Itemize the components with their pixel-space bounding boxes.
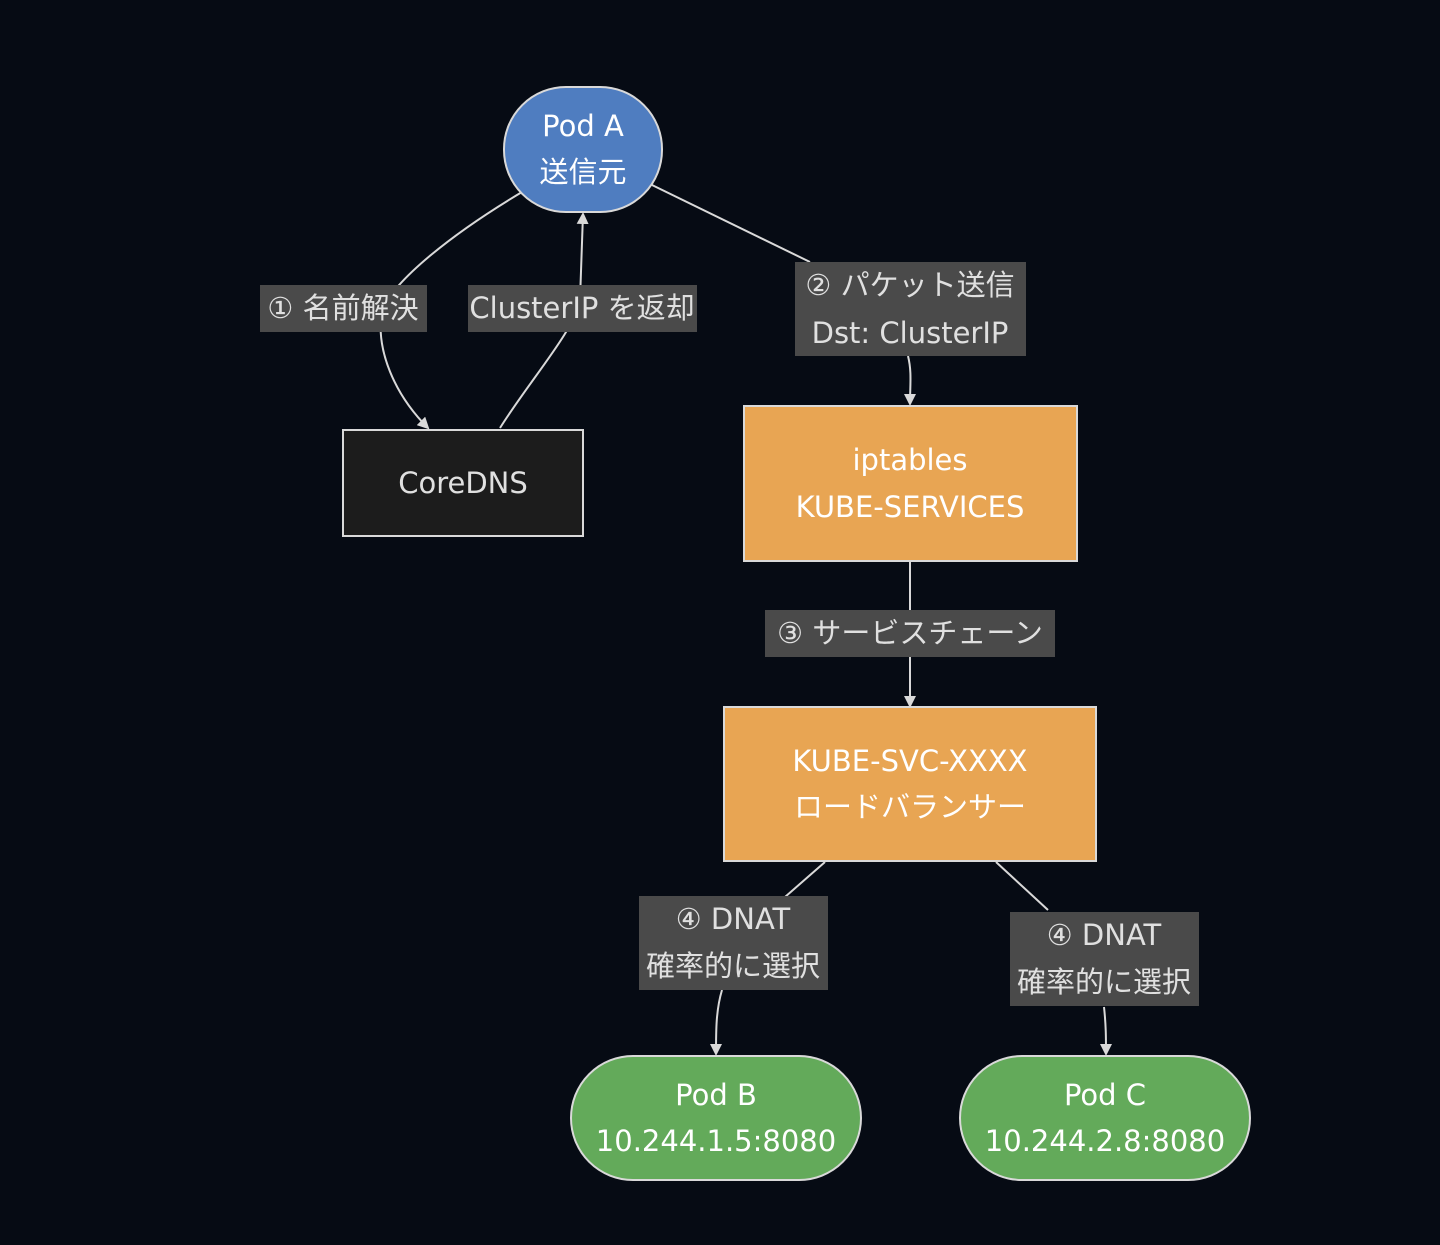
edge-label-dnat-b-line1: ④ DNAT	[676, 902, 791, 936]
pod-c-title: Pod C	[1064, 1078, 1146, 1112]
edge-label2-to-iptables	[904, 355, 917, 406]
kube-svc-subtitle: ロードバランサー	[794, 790, 1026, 824]
node-pod-a: Pod A 送信元	[503, 86, 663, 213]
edge-label-dnat-c-line2: 確率的に選択	[1017, 965, 1191, 999]
pod-a-subtitle: 送信元	[539, 155, 626, 189]
edge-kube-svc-to-pod-b	[716, 861, 826, 1054]
edge-label-packet-send-line1: ② パケット送信	[805, 268, 1014, 302]
pod-a-title: Pod A	[542, 109, 624, 143]
edge-label-service-chain-text: ③ サービスチェーン	[777, 616, 1043, 650]
iptables-subtitle: KUBE-SERVICES	[796, 490, 1025, 524]
edge-label-return-clusterip-text: ClusterIP を返却	[469, 291, 694, 325]
node-pod-c: Pod C 10.244.2.8:8080	[959, 1055, 1251, 1181]
edge-label-name-resolution: ① 名前解決	[260, 285, 427, 332]
edge-label-dnat-c-line1: ④ DNAT	[1047, 918, 1162, 952]
pod-b-title: Pod B	[675, 1078, 757, 1112]
pod-b-address: 10.244.1.5:8080	[596, 1124, 836, 1158]
edge-label-dnat-b-line2: 確率的に選択	[646, 949, 820, 983]
edge-pod-a-to-iptables	[651, 184, 811, 263]
node-iptables: iptables KUBE-SERVICES	[743, 405, 1078, 562]
edge-kube-svc-to-pod-c	[995, 861, 1106, 1054]
edge-label-packet-send-line2: Dst: ClusterIP	[812, 316, 1009, 350]
iptables-title: iptables	[852, 443, 967, 477]
edge-label-return-clusterip: ClusterIP を返却	[468, 285, 697, 332]
coredns-title: CoreDNS	[398, 466, 528, 500]
node-coredns: CoreDNS	[342, 429, 584, 537]
edge-label-service-chain: ③ サービスチェーン	[765, 610, 1055, 657]
kube-svc-title: KUBE-SVC-XXXX	[792, 744, 1027, 778]
edge-label-dnat-c: ④ DNAT 確率的に選択	[1010, 912, 1199, 1006]
edge-label-dnat-b: ④ DNAT 確率的に選択	[639, 896, 828, 990]
edge-label-packet-send: ② パケット送信 Dst: ClusterIP	[795, 262, 1026, 356]
node-pod-b: Pod B 10.244.1.5:8080	[570, 1055, 862, 1181]
node-kube-svc: KUBE-SVC-XXXX ロードバランサー	[723, 706, 1097, 862]
edge-label-name-resolution-text: ① 名前解決	[267, 291, 418, 325]
pod-c-address: 10.244.2.8:8080	[985, 1124, 1225, 1158]
